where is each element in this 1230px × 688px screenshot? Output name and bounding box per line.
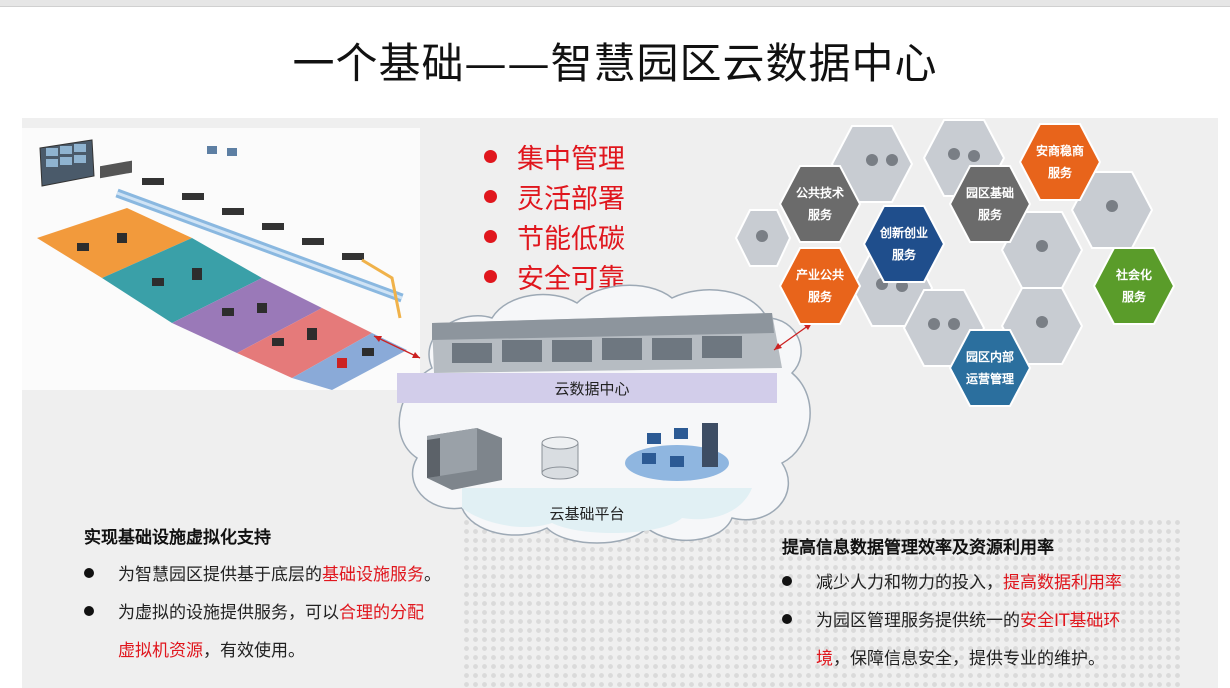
bullet-dot — [484, 229, 497, 243]
page-title: 一个基础——智慧园区云数据中心 — [292, 39, 938, 88]
left-arrow — [373, 335, 421, 359]
right-item-2: 为园区管理服务提供统一的安全IT基础环 — [782, 602, 1120, 640]
network-topology-diagram — [22, 128, 420, 390]
datacenter-band — [397, 373, 777, 403]
feature-item: 节能低碳 — [484, 216, 625, 256]
platform-label: 云基础平台 — [549, 505, 625, 523]
hex-innovation — [862, 205, 946, 283]
hex-industry — [778, 247, 862, 325]
hex-internal — [948, 329, 1032, 407]
hexagon-graphics — [734, 119, 1176, 407]
bullet-dot — [484, 269, 497, 283]
feature-label: 灵活部署 — [517, 183, 625, 215]
content-panel: 集中管理 灵活部署 节能低碳 安全可靠 — [22, 118, 1218, 688]
right-item-2-cont: 境，保障信息安全，提供专业的维护。 — [816, 649, 1105, 669]
right-section-title: 提高信息数据管理效率及资源利用率 — [782, 538, 1054, 558]
hex-label-social: 社会化服务 — [1115, 268, 1152, 304]
hex-park-base — [948, 165, 1032, 243]
database-icon — [541, 436, 579, 480]
right-arrow — [773, 322, 813, 351]
bullet-dot — [484, 149, 497, 163]
bullet-dot — [484, 189, 497, 203]
hex-label-park-base: 园区基础服务 — [965, 186, 1014, 222]
network-computers-icon — [625, 423, 729, 481]
feature-label: 集中管理 — [517, 143, 625, 175]
hex-business — [1018, 123, 1102, 201]
left-item-1: 为智慧园区提供基于底层的基础设施服务。 — [84, 556, 441, 594]
topology-illustration — [37, 139, 407, 390]
hex-public-tech — [778, 165, 862, 243]
hex-label-industry: 产业公共服务 — [795, 268, 844, 304]
datacenter-label: 云数据中心 — [554, 380, 630, 398]
hex-label-business: 安商稳商服务 — [1035, 144, 1084, 180]
right-item-1: 减少人力和物力的投入，提高数据利用率 — [782, 564, 1122, 602]
left-section-title: 实现基础设施虚拟化支持 — [84, 528, 271, 548]
bullet-dot — [84, 568, 94, 578]
bullet-dot — [782, 614, 792, 624]
feature-label: 节能低碳 — [517, 223, 625, 255]
server-icon — [427, 428, 502, 490]
left-item-2-cont: 虚拟机资源，有效使用。 — [118, 641, 305, 661]
bullet-dot — [782, 576, 792, 586]
top-bar — [0, 0, 1230, 7]
cloud-datacenter-graphic — [373, 284, 813, 544]
world-map-dots — [462, 518, 1182, 688]
feature-item: 集中管理 — [484, 136, 625, 176]
services-hexagon-cluster: 公共技术服务 园区基础服务 安商稳商服务 创新创业服务 产业公共服务 社会化服务… — [722, 118, 1218, 408]
bullet-dot — [84, 606, 94, 616]
feature-item: 灵活部署 — [484, 176, 625, 216]
left-item-2: 为虚拟的设施提供服务，可以合理的分配 — [84, 594, 424, 632]
hex-label-internal: 园区内部运营管理 — [965, 350, 1014, 386]
hex-label-innovation: 创新创业服务 — [879, 226, 928, 262]
hex-social — [1092, 247, 1176, 325]
hex-label-public-tech: 公共技术服务 — [795, 186, 844, 222]
